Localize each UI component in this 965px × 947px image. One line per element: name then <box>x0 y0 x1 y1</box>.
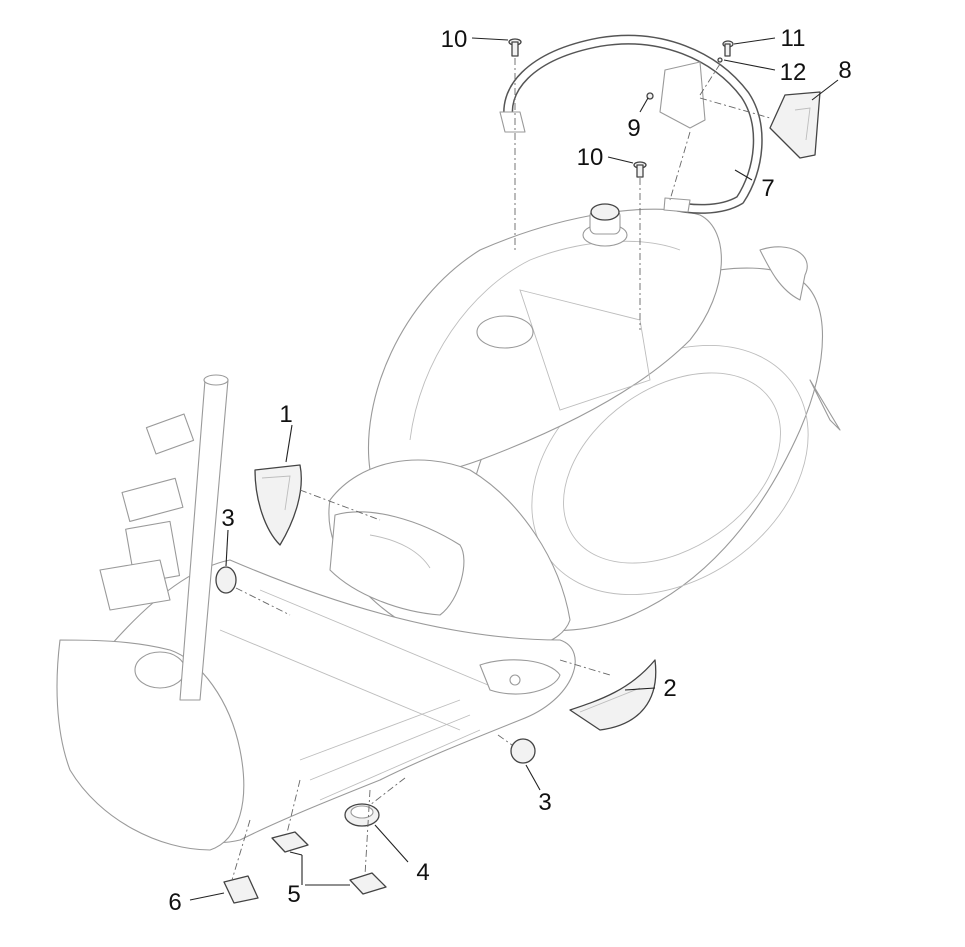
callout-6: 6 <box>168 889 181 916</box>
callout-7: 7 <box>761 175 774 202</box>
part-1-cover <box>254 464 302 546</box>
callout-5: 5 <box>287 881 300 908</box>
callout-2: 2 <box>663 675 676 702</box>
fuel-cap <box>582 203 628 247</box>
part-5-foot-upper <box>271 831 309 853</box>
part-5-foot-lower <box>349 872 387 895</box>
part-3-cap-left <box>215 566 237 594</box>
washer-12 <box>717 57 723 63</box>
rear-tail <box>759 246 808 301</box>
screw-9 <box>646 92 654 100</box>
leader-lines <box>189 37 839 901</box>
callout-10-lower: 10 <box>577 144 604 171</box>
scooter-body <box>56 203 841 851</box>
callout-8: 8 <box>838 57 851 84</box>
callout-4: 4 <box>416 859 429 886</box>
callouts: 1 2 3 3 4 5 6 7 8 9 10 10 11 12 <box>168 25 851 916</box>
part-2-trim <box>569 659 657 731</box>
callout-12: 12 <box>780 59 807 86</box>
screw-11 <box>722 40 734 57</box>
callout-10-upper: 10 <box>441 26 468 53</box>
callout-9: 9 <box>627 115 640 142</box>
screw-10-lower <box>633 161 647 178</box>
screw-10-upper <box>508 38 522 57</box>
callout-11: 11 <box>781 25 806 52</box>
part-6-rubber <box>223 875 259 904</box>
storage-compartment <box>367 208 722 478</box>
callout-3-left: 3 <box>221 505 234 532</box>
callout-3-right: 3 <box>538 789 551 816</box>
callout-1: 1 <box>279 401 292 428</box>
assembly-lines <box>231 58 771 881</box>
glovebox-lid <box>329 511 465 616</box>
part-3-cap-right <box>510 738 536 764</box>
part-9-rack-bracket <box>659 61 706 129</box>
part-7-grab-rail <box>499 34 763 214</box>
part-8-rack-cap <box>769 91 821 159</box>
